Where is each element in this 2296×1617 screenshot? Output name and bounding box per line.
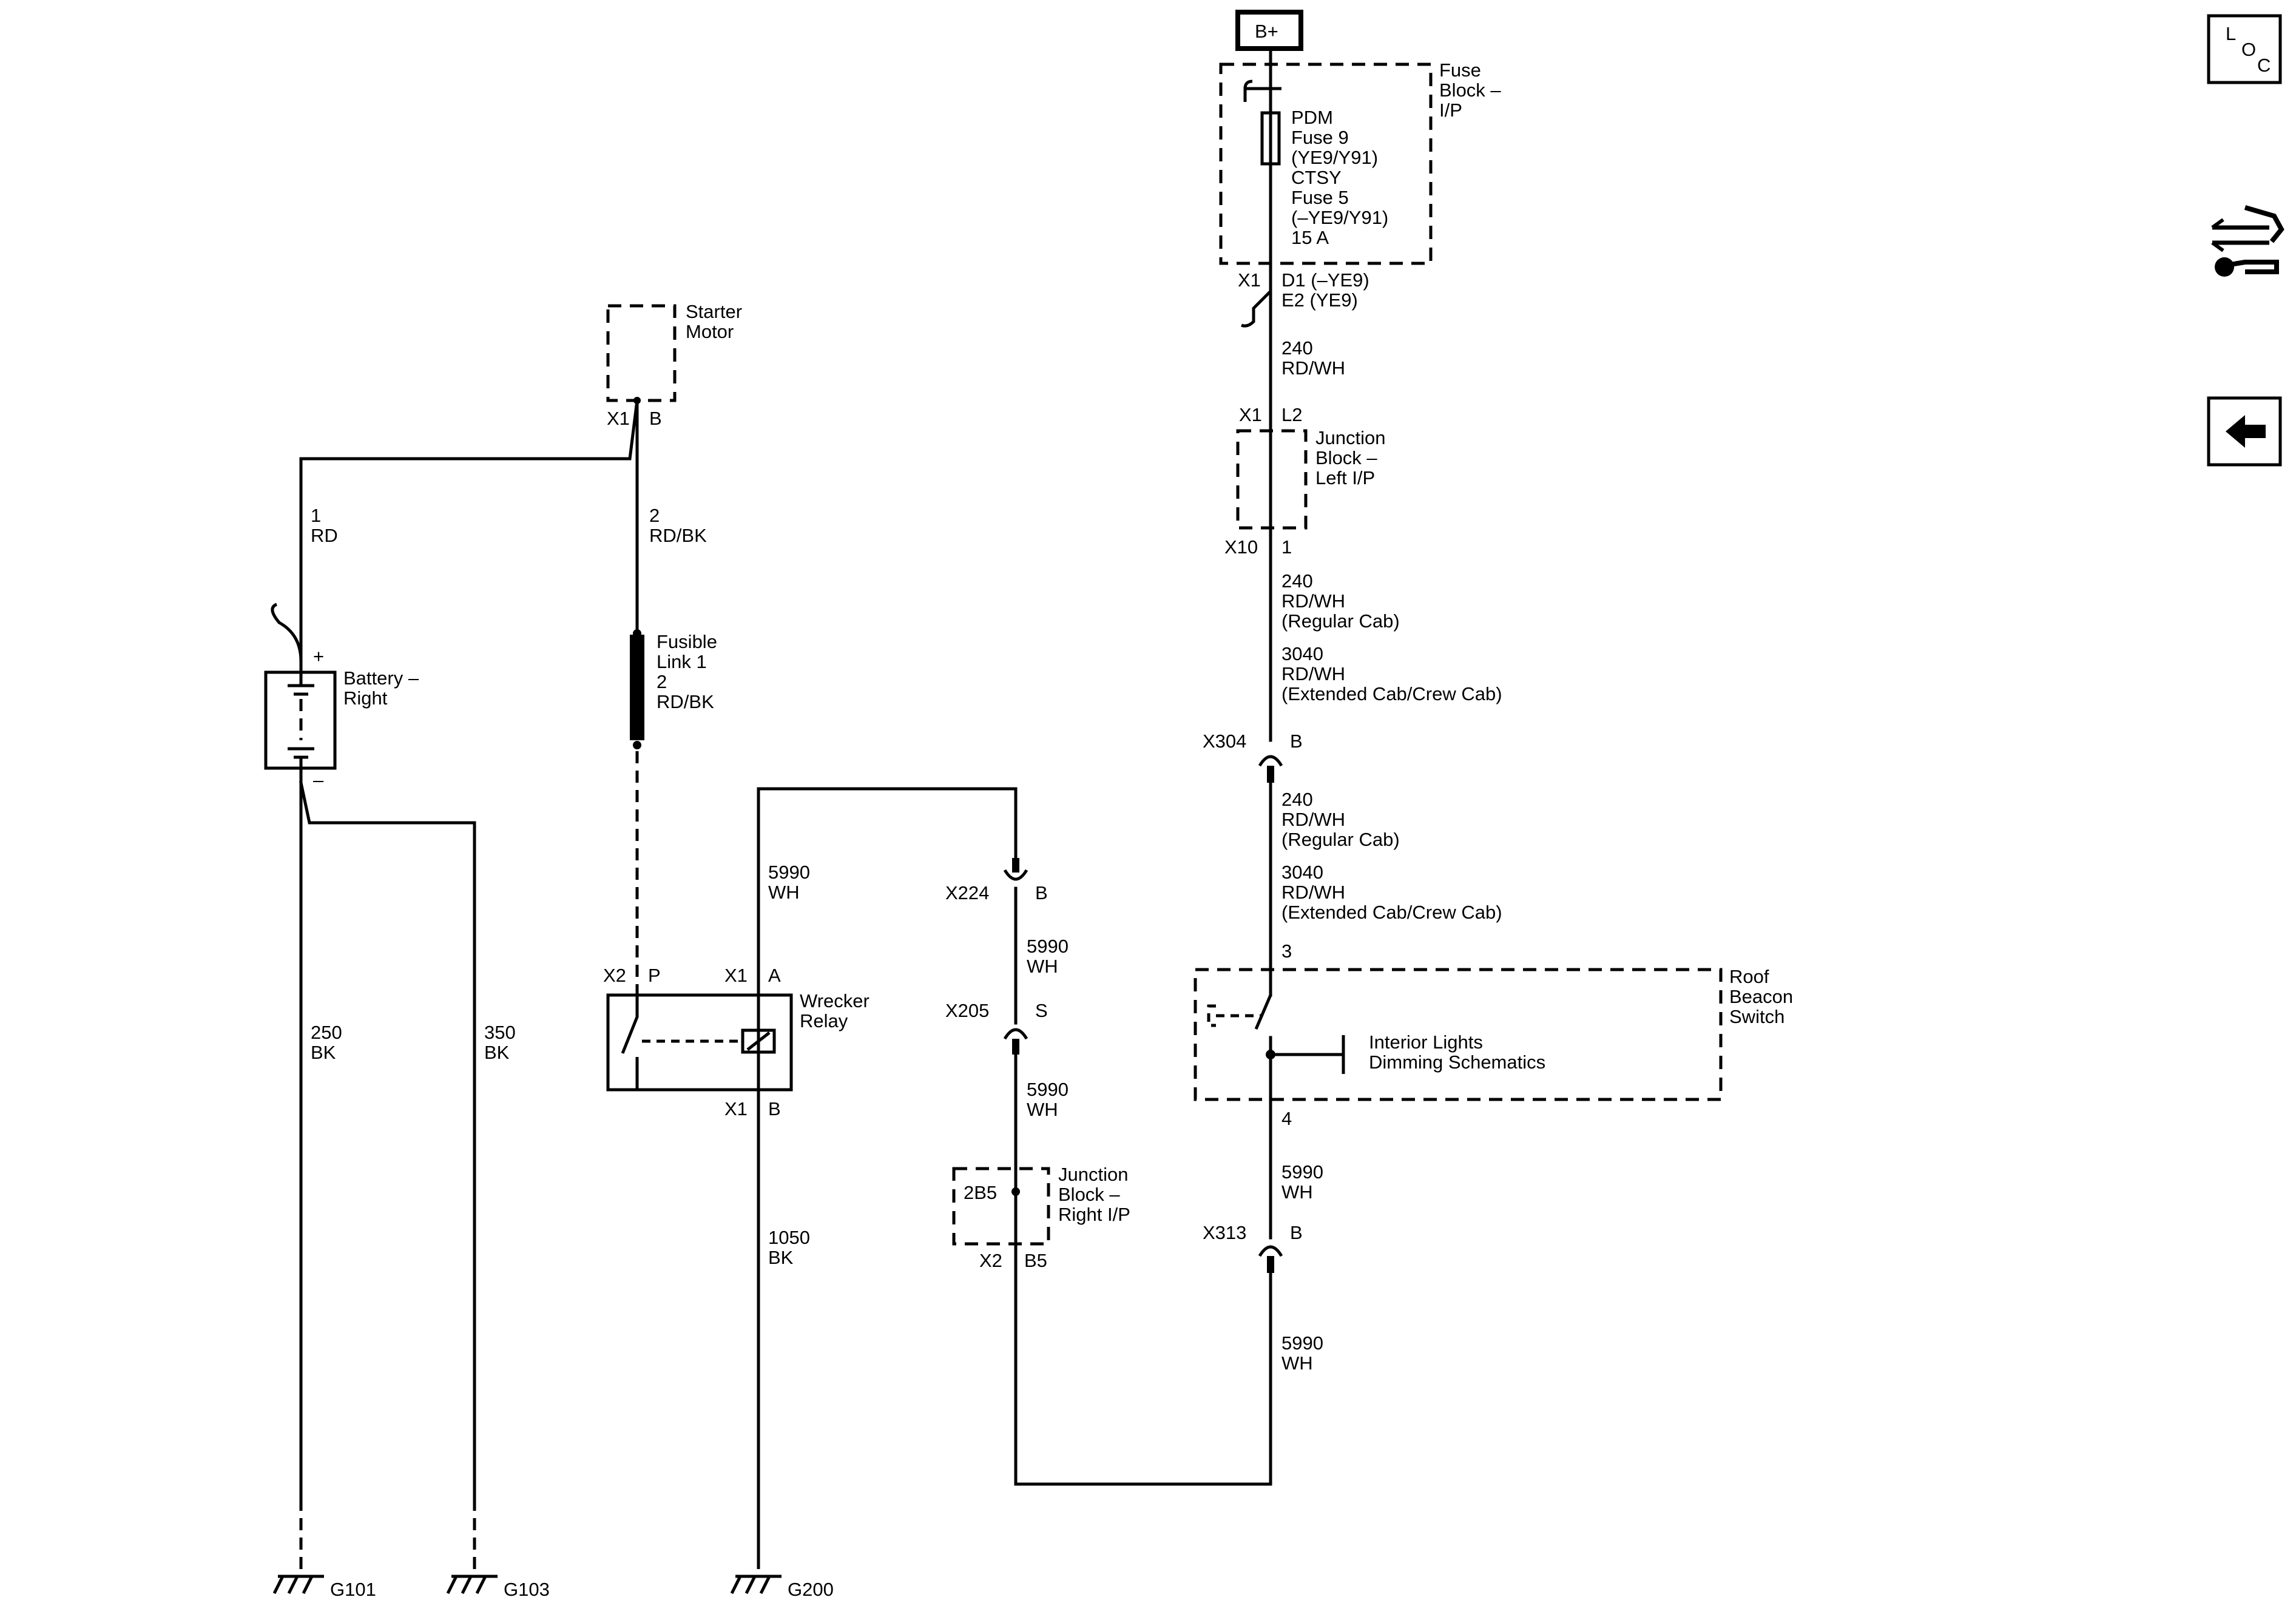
relay-x1a: X1 (724, 965, 748, 986)
jb-left-title: Junction Block – Left I/P (1315, 427, 1391, 488)
fusible-link-1 (630, 635, 644, 740)
relay-a: A (768, 965, 781, 986)
wire-5990-x205: 5990 WH (1027, 1079, 1074, 1120)
fuse-block-ip (1219, 62, 1433, 265)
battery-plus: + (313, 646, 324, 667)
jb-left-bot-conn: X10 (1224, 536, 1258, 558)
x205-pin: S (1035, 1000, 1048, 1021)
jb-right-conn: X2 (979, 1250, 1002, 1271)
fuse-exit-stub (1241, 290, 1272, 328)
starter-conn: X1 (607, 408, 630, 429)
jb-left-bot-pin: 1 (1281, 536, 1292, 558)
wire-3040-b: 3040 RD/WH (Extended Cab/Crew Cab) (1281, 643, 1502, 704)
wire-5990-x224: 5990 WH (1027, 936, 1074, 977)
ground-g200: G200 (788, 1579, 834, 1600)
jb-right-title: Junction Block – Right I/P (1058, 1164, 1133, 1225)
fuse-entry-stub (1243, 79, 1281, 102)
relay-x1b: X1 (724, 1098, 748, 1119)
x224-pin: B (1035, 882, 1048, 903)
relay-p: P (648, 965, 661, 986)
roof-switch-title: Roof Beacon Switch (1729, 966, 1798, 1027)
roof-switch-pin-4: 4 (1281, 1108, 1292, 1129)
loc-c: C (2257, 55, 2271, 76)
ground-g101-symbol (272, 1575, 324, 1595)
wire-5990-bottom: 5990 WH (1281, 1332, 1329, 1374)
junction-block-right-ip (952, 1167, 1050, 1246)
location-view-button[interactable]: L O C (2207, 14, 2282, 84)
wire-1-rd: 1 RD (311, 505, 338, 546)
wire-240-b: 240 RD/WH (Regular Cab) (1281, 570, 1400, 632)
roof-switch-pin-3: 3 (1281, 940, 1292, 962)
jb-left-top-pin: L2 (1281, 404, 1302, 425)
roof-switch-actuator (1207, 1004, 1262, 1027)
jb-right-pin: B5 (1024, 1250, 1047, 1271)
roof-beacon-switch (1194, 968, 1723, 1101)
back-arrow-button[interactable] (2207, 396, 2282, 467)
connector-x313 (1258, 1245, 1283, 1257)
wire-240-c: 240 RD/WH (Regular Cab) (1281, 789, 1400, 850)
x224-conn: X224 (945, 882, 989, 903)
ground-g103: G103 (504, 1579, 550, 1600)
connector-x304 (1258, 755, 1283, 767)
wire-350: 350 BK (484, 1022, 521, 1063)
connector-x224 (1003, 869, 1028, 881)
x304-conn: X304 (1203, 731, 1246, 752)
fuse-label: PDM Fuse 9 (YE9/Y91) CTSY Fuse 5 (–YE9/Y… (1291, 107, 1394, 248)
connector-tool-icon[interactable] (2211, 205, 2284, 277)
fusible-title: Fusible Link 1 2 RD/BK (657, 631, 723, 712)
roof-switch-contact (1254, 994, 1272, 1030)
interior-lights-ref[interactable]: Interior Lights Dimming Schematics (1369, 1031, 1545, 1073)
wire-3040-c: 3040 RD/WH (Extended Cab/Crew Cab) (1281, 862, 1502, 923)
battery-minus: – (313, 769, 324, 791)
x304-pin: B (1290, 731, 1303, 752)
wrecker-relay (606, 993, 793, 1092)
x313-conn: X313 (1203, 1222, 1246, 1243)
junction-block-left-ip (1236, 429, 1308, 530)
b-plus-label: B+ (1255, 21, 1278, 42)
starter-motor (606, 304, 677, 402)
fuse-pins: D1 (–YE9) E2 (YE9) (1281, 269, 1374, 311)
starter-title: Starter Motor (686, 301, 748, 342)
fuse-block-title: Fuse Block – I/P (1439, 59, 1506, 121)
jb-right-inner: 2B5 (964, 1182, 997, 1203)
x313-pin: B (1290, 1222, 1303, 1243)
wire-5990-relay: 5990 WH (768, 862, 815, 903)
loc-o: O (2241, 39, 2256, 60)
battery-entry-stub (271, 603, 303, 662)
fuse-conn-x1: X1 (1238, 269, 1261, 291)
arrow-left-icon (2226, 415, 2266, 448)
battery-title: Battery – Right (343, 667, 424, 709)
jb-left-top-conn: X1 (1239, 404, 1262, 425)
wire-1050: 1050 BK (768, 1227, 815, 1268)
wire-2-rdbk: 2 RD/BK (649, 505, 707, 546)
relay-x2: X2 (603, 965, 626, 986)
wire-5990-switch: 5990 WH (1281, 1161, 1329, 1203)
wire-240-a: 240 RD/WH (1281, 337, 1345, 379)
loc-l: L (2226, 23, 2236, 44)
connector-x205 (1003, 1028, 1028, 1040)
relay-title: Wrecker Relay (800, 990, 874, 1031)
ground-g200-symbol (730, 1575, 782, 1595)
starter-pin: B (649, 408, 662, 429)
ground-g101: G101 (330, 1579, 376, 1600)
x205-conn: X205 (945, 1000, 989, 1021)
relay-b: B (768, 1098, 781, 1119)
ground-g103-symbol (446, 1575, 498, 1595)
wire-250: 250 BK (311, 1022, 347, 1063)
